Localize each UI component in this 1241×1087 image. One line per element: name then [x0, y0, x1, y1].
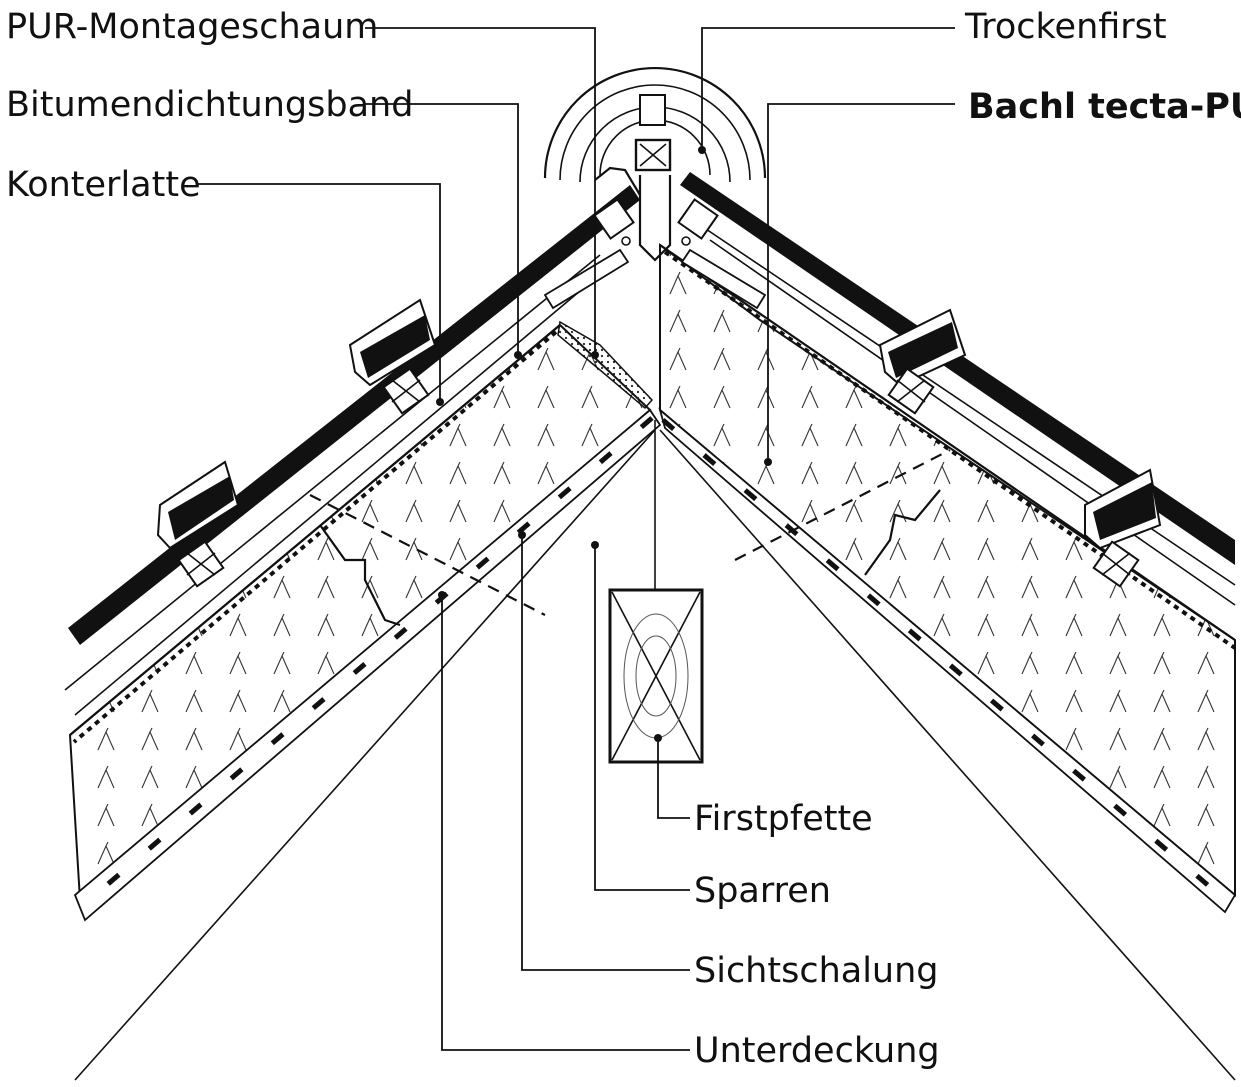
left-sichtschalung: [73, 408, 662, 922]
label-bitumendichtungsband: Bitumendichtungsband: [6, 85, 413, 125]
left-roof-slope: [64, 166, 662, 1081]
label-bachl-tecta-pur: Bachl tecta-PUR: [968, 87, 1241, 127]
left-batten-upper: [382, 367, 430, 415]
right-roof-tile: [680, 172, 1235, 565]
label-firstpfette: Firstpfette: [694, 799, 873, 839]
label-konterlatte: Konterlatte: [6, 165, 201, 205]
right-batten-lower: [1092, 540, 1140, 588]
right-tile-profile-upper: [878, 308, 967, 387]
right-roof-slope: [658, 172, 1237, 1081]
label-sparren: Sparren: [694, 871, 831, 911]
left-roof-tile: [68, 185, 640, 645]
ridge-cap-trockenfirst: [543, 66, 767, 310]
label-sichtschalung: Sichtschalung: [694, 951, 939, 991]
right-tile-profile-lower: [1084, 468, 1162, 550]
labels: PUR-Montageschaum Bitumendichtungsband K…: [6, 7, 1241, 1071]
leader-lines: [198, 27, 955, 1051]
firstpfette-purlin: [608, 420, 704, 764]
left-tile-profile-lower: [156, 460, 240, 550]
label-pur-montageschaum: PUR-Montageschaum: [6, 7, 378, 47]
pur-foam-wedge: [557, 320, 654, 410]
right-insulation-panel: [659, 243, 1236, 898]
left-tile-profile-upper: [348, 298, 437, 387]
left-batten-lower: [177, 540, 225, 588]
right-batten-upper: [887, 367, 935, 415]
label-unterdeckung: Unterdeckung: [694, 1031, 940, 1071]
label-trockenfirst: Trockenfirst: [964, 7, 1167, 47]
